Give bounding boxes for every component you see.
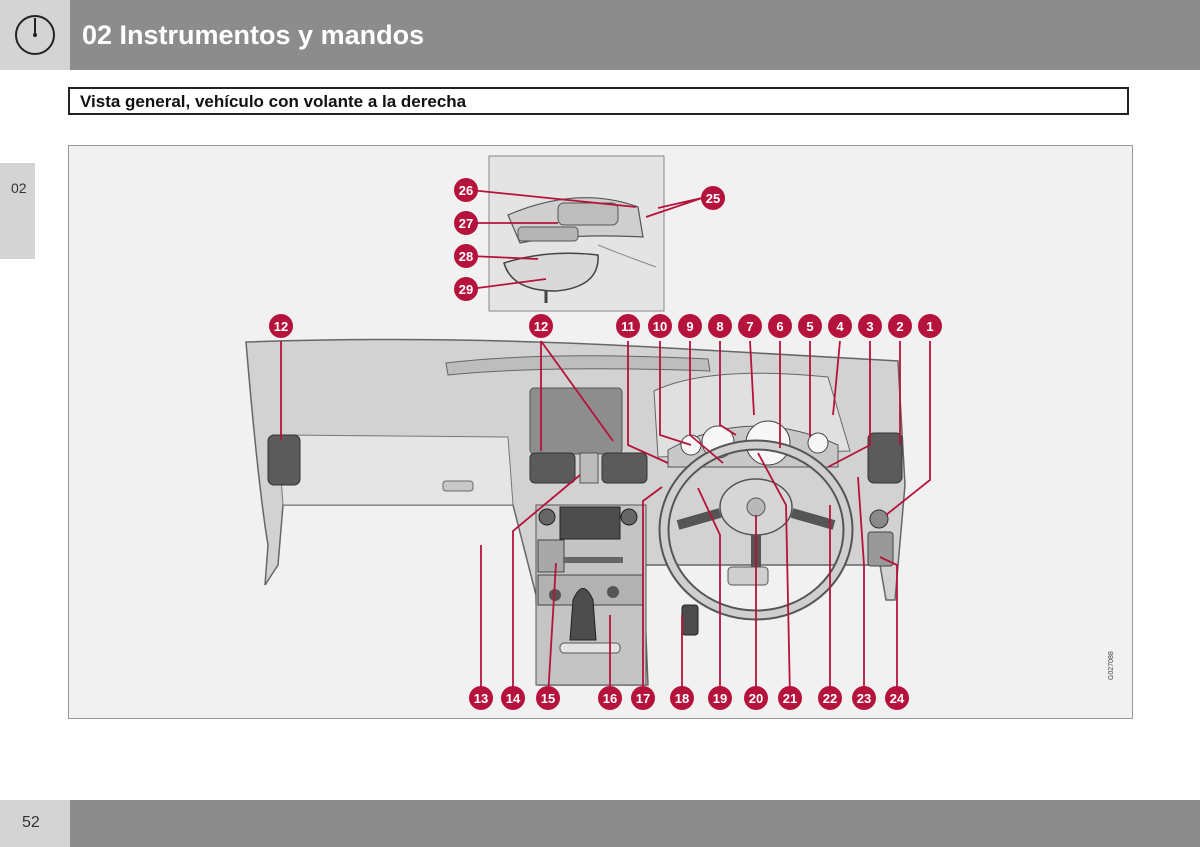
callout-23: 23 <box>852 686 876 710</box>
callout-20: 20 <box>744 686 768 710</box>
svg-text:28: 28 <box>459 249 473 264</box>
overhead-console-inset <box>488 155 665 312</box>
svg-text:5: 5 <box>806 319 813 334</box>
svg-text:12: 12 <box>534 319 548 334</box>
svg-text:2: 2 <box>896 319 903 334</box>
svg-text:10: 10 <box>653 319 667 334</box>
svg-text:26: 26 <box>459 183 473 198</box>
svg-text:15: 15 <box>541 691 555 706</box>
footer-bar <box>70 800 1200 847</box>
callout-13: 13 <box>469 686 493 710</box>
callout-16: 16 <box>598 686 622 710</box>
section-title-box <box>68 87 1129 115</box>
callout-26: 26 <box>454 178 478 202</box>
steering-wheel <box>658 439 854 636</box>
svg-text:3: 3 <box>866 319 873 334</box>
callout-4: 4 <box>828 314 852 338</box>
svg-text:1: 1 <box>926 319 933 334</box>
callout-22: 22 <box>818 686 842 710</box>
svg-text:23: 23 <box>857 691 871 706</box>
header-icon-box <box>0 0 70 70</box>
callout-27: 27 <box>454 211 478 235</box>
figure-code: G027088 <box>1108 651 1115 680</box>
svg-text:20: 20 <box>749 691 763 706</box>
svg-text:25: 25 <box>706 191 720 206</box>
svg-text:12: 12 <box>274 319 288 334</box>
svg-text:27: 27 <box>459 216 473 231</box>
svg-text:9: 9 <box>686 319 693 334</box>
callout-10: 10 <box>648 314 672 338</box>
svg-text:6: 6 <box>776 319 783 334</box>
callout-12-left: 12 <box>269 314 293 338</box>
svg-text:17: 17 <box>636 691 650 706</box>
svg-text:11: 11 <box>621 319 635 334</box>
svg-text:14: 14 <box>506 691 521 706</box>
callout-1: 1 <box>918 314 942 338</box>
callout-5: 5 <box>798 314 822 338</box>
gauge-icon <box>15 15 55 55</box>
svg-text:21: 21 <box>783 691 797 706</box>
callout-19: 19 <box>708 686 732 710</box>
svg-text:19: 19 <box>713 691 727 706</box>
callout-29: 29 <box>454 277 478 301</box>
callout-24: 24 <box>885 686 909 710</box>
leader-lines <box>280 189 931 698</box>
svg-text:16: 16 <box>603 691 617 706</box>
callout-markers: 1 2 3 4 5 6 7 8 9 10 11 12 12 13 14 15 1… <box>269 178 942 710</box>
center-console <box>535 504 647 686</box>
dashboard-diagram: 1 2 3 4 5 6 7 8 9 10 11 12 12 13 14 15 1… <box>245 155 942 710</box>
callout-12-center: 12 <box>529 314 553 338</box>
callout-14: 14 <box>501 686 525 710</box>
callout-9: 9 <box>678 314 702 338</box>
page-number: 52 <box>22 814 40 831</box>
chapter-title: 02 Instrumentos y mandos <box>82 20 425 50</box>
callout-15: 15 <box>536 686 560 710</box>
svg-text:4: 4 <box>836 319 844 334</box>
callout-21: 21 <box>778 686 802 710</box>
svg-text:7: 7 <box>746 319 753 334</box>
svg-text:24: 24 <box>890 691 905 706</box>
callout-11: 11 <box>616 314 640 338</box>
callout-18: 18 <box>670 686 694 710</box>
svg-text:8: 8 <box>716 319 723 334</box>
right-door-controls <box>867 509 894 567</box>
section-title: Vista general, vehículo con volante a la… <box>80 92 467 111</box>
svg-text:29: 29 <box>459 282 473 297</box>
callout-6: 6 <box>768 314 792 338</box>
footer-left-box <box>0 800 70 847</box>
chapter-side-tab-label: 02 <box>11 180 27 196</box>
svg-text:18: 18 <box>675 691 689 706</box>
header-bar <box>70 0 1200 70</box>
svg-text:13: 13 <box>474 691 488 706</box>
svg-text:22: 22 <box>823 691 837 706</box>
callout-7: 7 <box>738 314 762 338</box>
callout-28: 28 <box>454 244 478 268</box>
callout-8: 8 <box>708 314 732 338</box>
callout-25: 25 <box>701 186 725 210</box>
callout-3: 3 <box>858 314 882 338</box>
callout-2: 2 <box>888 314 912 338</box>
chapter-side-tab <box>0 163 35 259</box>
callout-17: 17 <box>631 686 655 710</box>
